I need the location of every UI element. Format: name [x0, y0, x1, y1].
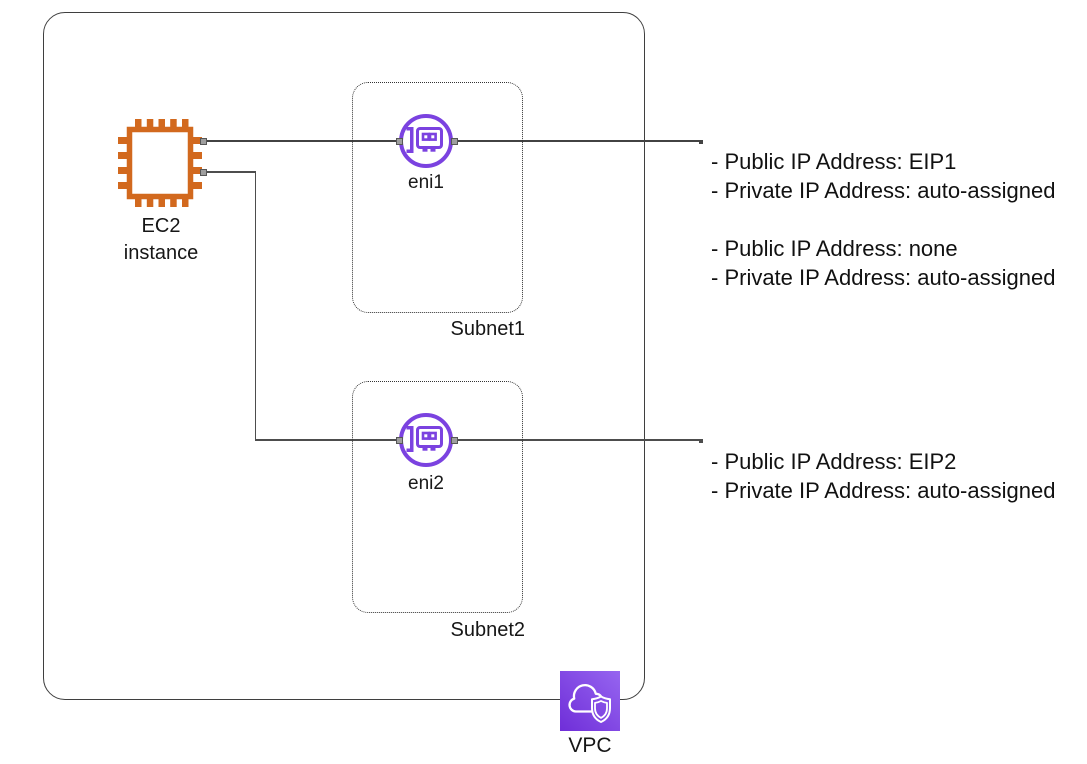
connector-eni1-endpoint [699, 140, 703, 144]
connector-ec2-elbow-vertical [254, 171, 256, 440]
eni2-label: eni2 [408, 473, 444, 494]
vpc-icon [560, 671, 620, 731]
ec2-connection-point-upper [200, 138, 207, 145]
connector-ec2-elbow-horizontal [203, 171, 256, 173]
ec2-label: EC2 instance [101, 213, 221, 267]
annotation-line: - Private IP Address: auto-assigned [711, 265, 1056, 290]
annotation-line: - Public IP Address: none [711, 236, 958, 261]
annotation-line: - Public IP Address: EIP2 [711, 449, 957, 474]
subnet2-label: Subnet2 [450, 619, 525, 641]
eni1-label: eni1 [408, 172, 444, 193]
annotation-line: - Public IP Address: EIP1 [711, 149, 957, 174]
eni2-network-interface-icon [399, 413, 453, 467]
connector-eni2-endpoint [699, 439, 703, 443]
connector-ec2-to-eni2 [254, 439, 703, 441]
subnet1-box [352, 82, 523, 313]
annotation-eni1-primary: - Public IP Address: EIP1 - Private IP A… [711, 147, 1055, 205]
eni1-network-interface-icon [399, 114, 453, 168]
eni1-connection-point-right [451, 138, 458, 145]
eni2-connection-point-left [396, 437, 403, 444]
ec2-instance-icon [118, 119, 202, 207]
subnet2-box [352, 381, 523, 613]
subnet1-label: Subnet1 [450, 318, 525, 340]
ec2-label-line2: instance [123, 242, 199, 264]
vpc-label: VPC [568, 734, 612, 757]
eni2-connection-point-right [451, 437, 458, 444]
annotation-line: - Private IP Address: auto-assigned [711, 478, 1056, 503]
ec2-connection-point-lower [200, 169, 207, 176]
ec2-label-line1: EC2 [141, 215, 181, 237]
annotation-eni1-secondary: - Public IP Address: none - Private IP A… [711, 234, 1055, 292]
vpc-boundary-box [43, 12, 645, 700]
annotation-line: - Private IP Address: auto-assigned [711, 178, 1056, 203]
eni1-connection-point-left [396, 138, 403, 145]
annotation-eni2: - Public IP Address: EIP2 - Private IP A… [711, 447, 1055, 505]
